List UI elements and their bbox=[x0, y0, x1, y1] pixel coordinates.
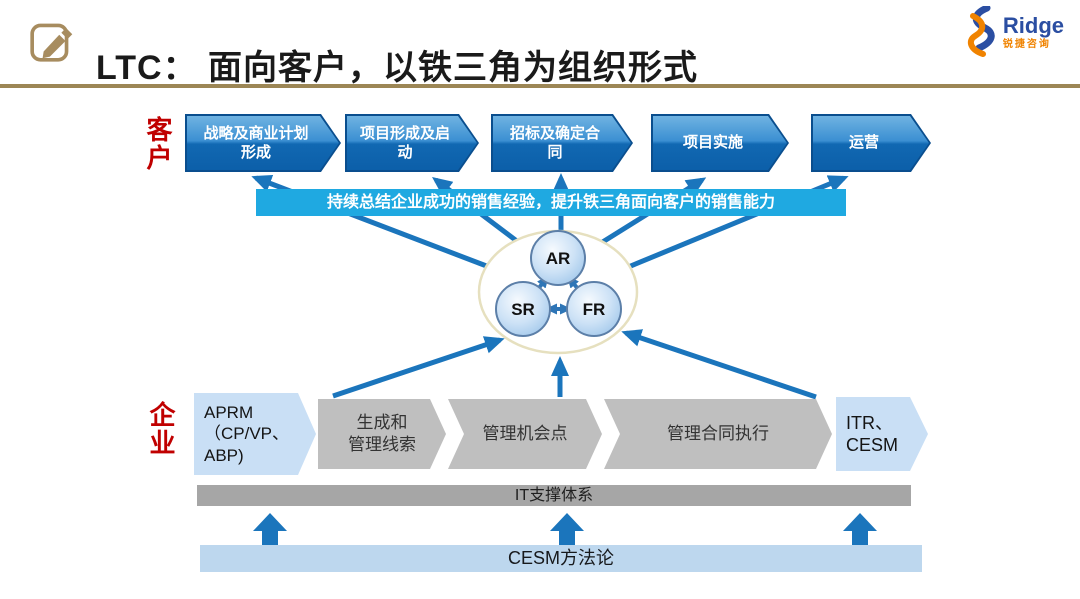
stage-label: 管理机会点 bbox=[482, 423, 568, 443]
process-to-triangle-arrows bbox=[332, 329, 817, 400]
up-arrow-right bbox=[843, 513, 877, 545]
page-title: LTC： 面向客户，以铁三角为组织形式 bbox=[96, 48, 699, 87]
customer-row-label: 客户 bbox=[143, 116, 173, 172]
customer-stage-implementation: 项目实施 bbox=[651, 114, 789, 172]
stage-label: CESM bbox=[846, 435, 899, 455]
stage-label: 管理合同执行 bbox=[667, 423, 769, 443]
pencil-icon bbox=[30, 23, 73, 62]
role-circle-sr bbox=[495, 281, 551, 337]
cesm-methodology-bar: CESM方法论 bbox=[200, 545, 922, 572]
logo-name: Ridge bbox=[1002, 12, 1064, 38]
up-arrow-center bbox=[550, 513, 584, 545]
header: LTC： 面向客户，以铁三角为组织形式 Ridge 锐捷咨询 bbox=[0, 0, 1080, 87]
arrow-from-contract bbox=[621, 329, 817, 400]
ridge-logo-icon bbox=[967, 6, 995, 57]
sales-capability-banner: 持续总结企业成功的销售经验，提升铁三角面向客户的销售能力 bbox=[256, 189, 846, 216]
up-arrow-left bbox=[253, 513, 287, 545]
arrow-from-leads bbox=[332, 336, 505, 399]
role-label-sr: SR bbox=[511, 300, 535, 319]
cesm-up-arrows bbox=[253, 513, 877, 545]
stage-label: 运营 bbox=[848, 134, 879, 152]
customer-stage-operation: 运营 bbox=[811, 114, 931, 172]
customer-stage-project-formation: 项目形成及启 动 bbox=[345, 114, 479, 172]
enterprise-stage-aprm: APRM （CP/VP、 ABP) bbox=[194, 393, 316, 475]
stage-label: （CP/VP、 bbox=[204, 424, 290, 444]
stage-label: 招标及确定合 bbox=[509, 124, 600, 142]
arrow-ar-sr bbox=[531, 275, 549, 298]
stage-label: 管理线索 bbox=[348, 435, 416, 454]
stage-label: 动 bbox=[397, 144, 413, 161]
role-circle-ar bbox=[530, 230, 586, 286]
customer-stage-strategy: 战略及商业计划 形成 bbox=[185, 114, 341, 172]
iron-triangle-ring bbox=[477, 229, 639, 355]
triangle-internal-arrows bbox=[531, 275, 585, 315]
enterprise-row-label: 企业 bbox=[146, 401, 176, 457]
stage-label: 形成 bbox=[240, 144, 271, 161]
enterprise-stage-itr-cesm: ITR、 CESM bbox=[836, 397, 928, 471]
arrow-ar-fr bbox=[567, 275, 585, 298]
stage-label: 生成和 bbox=[356, 412, 408, 432]
role-label-fr: FR bbox=[583, 300, 606, 319]
stage-label: 战略及商业计划 bbox=[203, 124, 309, 142]
role-circle-fr bbox=[566, 281, 622, 337]
stage-label: ITR、 bbox=[846, 412, 893, 433]
stage-label: 同 bbox=[547, 144, 563, 161]
it-support-bar: IT支撑体系 bbox=[197, 485, 911, 506]
customer-stage-bidding: 招标及确定合 同 bbox=[491, 114, 633, 172]
stage-label: 项目形成及启 bbox=[359, 124, 450, 142]
enterprise-stage-opportunity: 管理机会点 bbox=[448, 399, 602, 469]
header-divider bbox=[0, 84, 1080, 88]
logo-subtitle: 锐捷咨询 bbox=[1002, 38, 1051, 50]
enterprise-stage-leads: 生成和 管理线索 bbox=[318, 399, 446, 469]
enterprise-stage-contract-execution: 管理合同执行 bbox=[604, 399, 832, 469]
company-logo: Ridge 锐捷咨询 bbox=[963, 6, 1064, 58]
stage-label: APRM bbox=[204, 403, 254, 423]
stage-label: ABP) bbox=[204, 445, 244, 465]
role-label-ar: AR bbox=[546, 249, 571, 268]
stage-label: 项目实施 bbox=[682, 134, 743, 152]
